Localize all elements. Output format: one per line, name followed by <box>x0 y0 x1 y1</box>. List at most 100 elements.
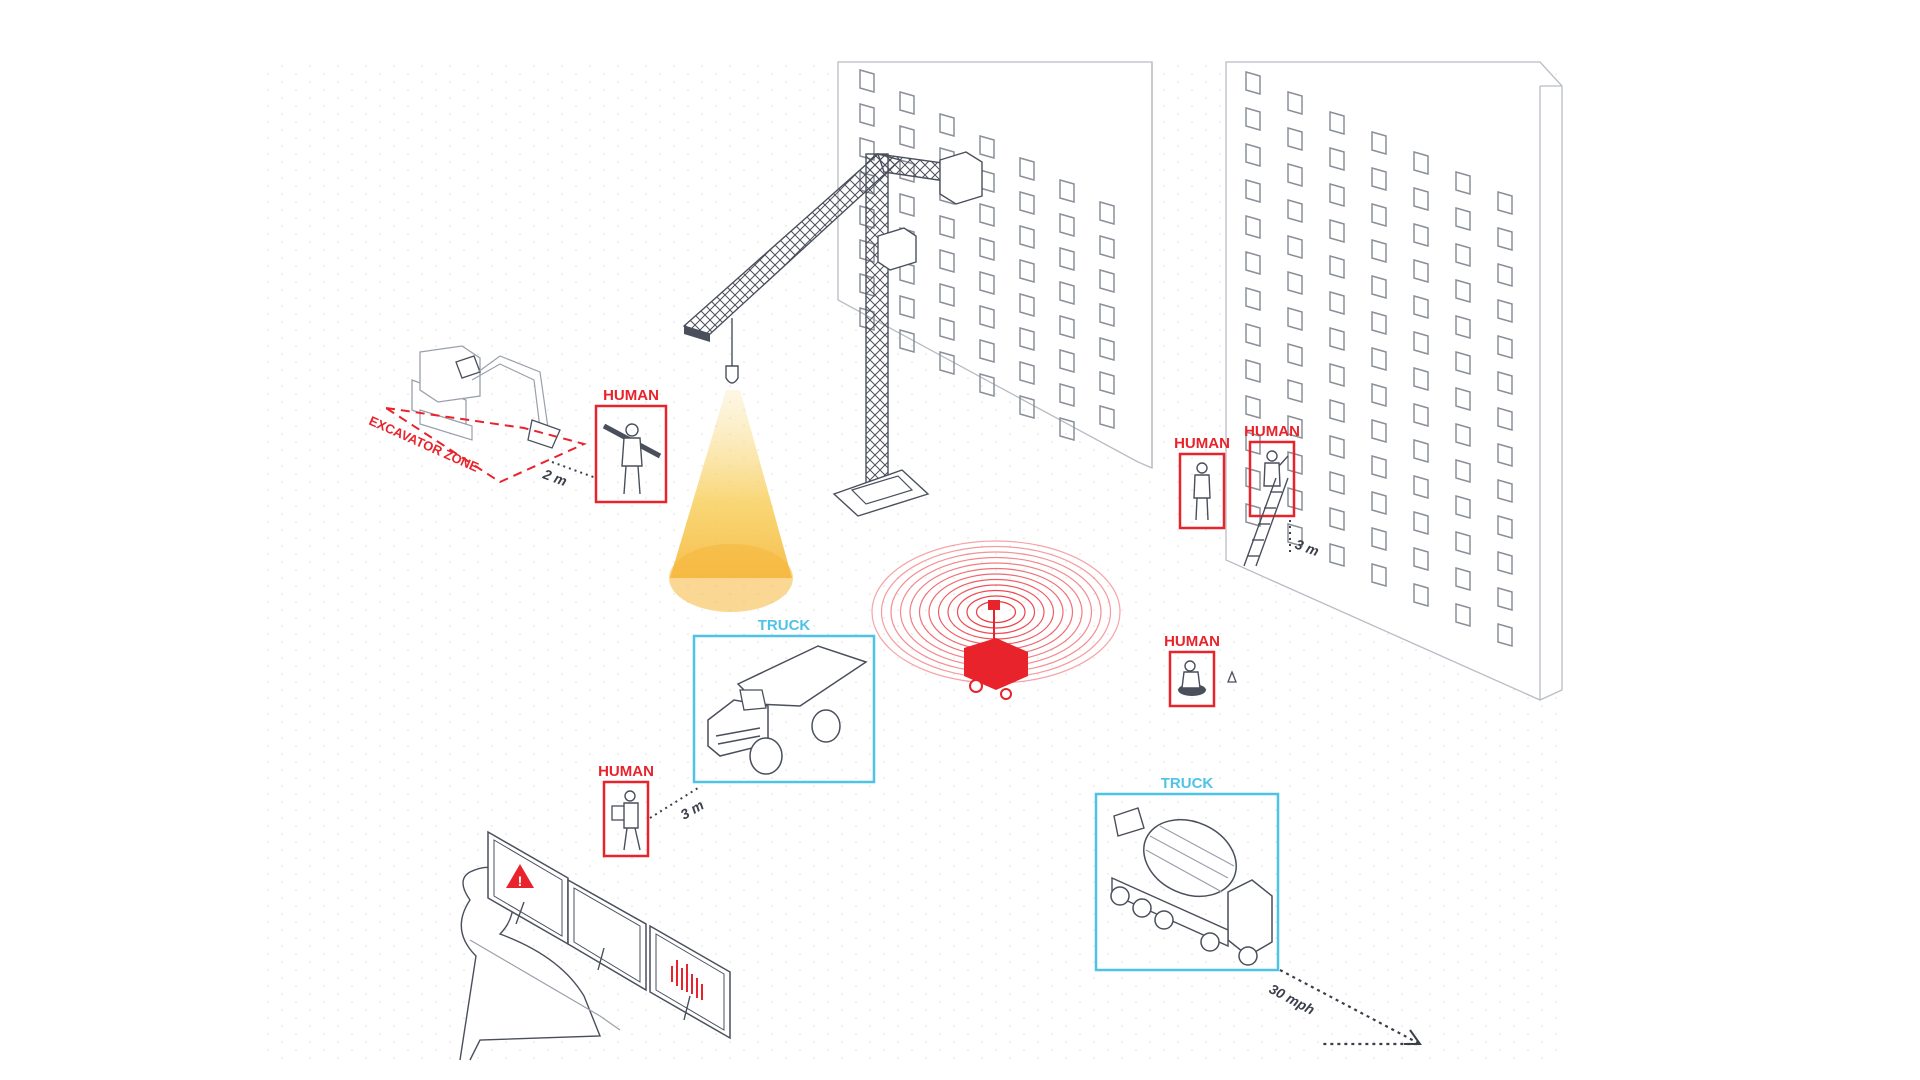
radar-ring <box>956 589 1036 635</box>
building-window <box>899 125 915 149</box>
building-window <box>1413 547 1429 571</box>
building-window <box>1329 363 1345 387</box>
building-window <box>1371 275 1387 299</box>
building-window <box>1287 127 1303 151</box>
building-window <box>1059 247 1075 271</box>
monitor-1: ! <box>487 830 569 946</box>
building-window <box>1245 107 1261 131</box>
building-window <box>899 193 915 217</box>
building-window <box>1287 523 1303 547</box>
building-window <box>1497 587 1513 611</box>
building-window <box>1371 347 1387 371</box>
building-window <box>979 339 995 363</box>
building-window <box>1371 563 1387 587</box>
building-window <box>1329 147 1345 171</box>
building-window <box>979 135 995 159</box>
building-window <box>1245 503 1261 527</box>
building-window <box>1455 603 1471 627</box>
building-window <box>979 203 995 227</box>
warning-icon <box>506 864 534 888</box>
building-window <box>1099 201 1115 225</box>
building-window <box>1245 323 1261 347</box>
building-window <box>1413 331 1429 355</box>
traffic-cone <box>1227 670 1237 683</box>
building-window <box>1455 207 1471 231</box>
building-window <box>1287 163 1303 187</box>
mixer-truck <box>1110 807 1273 966</box>
building-window <box>1099 371 1115 395</box>
human-label-2: HUMAN <box>1174 435 1230 452</box>
building-window <box>1497 227 1513 251</box>
human-detection-3: HUMAN <box>1244 423 1300 518</box>
building-window <box>1413 367 1429 391</box>
building-window <box>1019 191 1035 215</box>
building-window <box>1371 131 1387 155</box>
building-window <box>1287 199 1303 223</box>
human-label-4: HUMAN <box>1164 633 1220 650</box>
building-window <box>1329 111 1345 135</box>
worker-figure <box>1263 450 1289 487</box>
human-detection-5: HUMAN <box>598 763 654 858</box>
building-window <box>1099 337 1115 361</box>
building-window <box>1059 417 1075 441</box>
building-window <box>1413 259 1429 283</box>
building-window <box>1287 235 1303 259</box>
building-window <box>1245 215 1261 239</box>
human-detection-2: HUMAN <box>1174 435 1230 530</box>
tower-crane <box>682 151 983 517</box>
human-detection-4: HUMAN <box>1164 633 1220 708</box>
building-window <box>1413 583 1429 607</box>
building-window <box>1287 415 1303 439</box>
building-right <box>1225 61 1563 701</box>
building-window <box>1371 311 1387 335</box>
building-window <box>1497 515 1513 539</box>
crane-light-beam <box>669 390 793 612</box>
building-window <box>1371 167 1387 191</box>
monitor-2 <box>567 878 647 992</box>
building-window <box>1099 303 1115 327</box>
sensor-radar <box>871 540 1121 700</box>
building-window <box>1329 255 1345 279</box>
radar-ring <box>966 595 1026 629</box>
building-window <box>1059 213 1075 237</box>
svg-text:!: ! <box>518 873 523 889</box>
building-window <box>1455 387 1471 411</box>
dump-truck <box>707 645 868 775</box>
building-window <box>1455 351 1471 375</box>
building-window <box>899 91 915 115</box>
building-window <box>1019 327 1035 351</box>
building-window <box>859 69 875 93</box>
building-window <box>1019 259 1035 283</box>
building-window <box>979 237 995 261</box>
building-window <box>1245 251 1261 275</box>
human-detection-1: HUMAN <box>594 387 668 504</box>
building-window <box>1099 405 1115 429</box>
building-window <box>1329 219 1345 243</box>
building-window <box>1059 349 1075 373</box>
building-window <box>1019 395 1035 419</box>
building-window <box>1019 293 1035 317</box>
building-window <box>1497 371 1513 395</box>
building-window <box>1413 403 1429 427</box>
bar-chart-icon <box>671 960 703 1000</box>
ladder <box>1243 477 1289 567</box>
building-window <box>1329 399 1345 423</box>
building-window <box>939 283 955 307</box>
building-window <box>1371 419 1387 443</box>
building-window <box>979 373 995 397</box>
worker-figure <box>602 423 662 495</box>
building-window <box>1019 361 1035 385</box>
truck-detection-1: TRUCK <box>692 617 876 784</box>
building-window <box>1371 527 1387 551</box>
building-window <box>1059 281 1075 305</box>
building-window <box>1059 179 1075 203</box>
building-window <box>1287 271 1303 295</box>
building-window <box>1329 183 1345 207</box>
ladder-height-label: 3 m <box>1293 536 1321 559</box>
building-window <box>1245 179 1261 203</box>
building-window <box>979 305 995 329</box>
building-window <box>939 113 955 137</box>
building-window <box>1287 451 1303 475</box>
building-window <box>859 103 875 127</box>
